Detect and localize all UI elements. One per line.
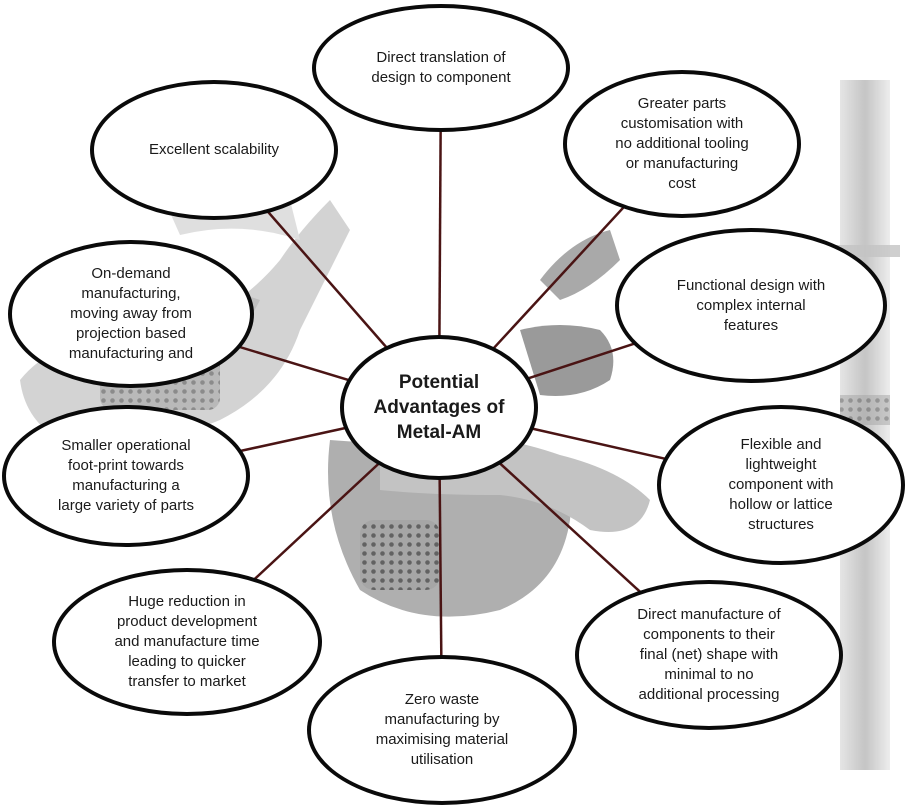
node-label: Flexible and lightweight component with …	[728, 436, 834, 533]
node-label: Excellent scalability	[148, 141, 280, 158]
node-net-shape: Direct manufacture of components to thei…	[575, 580, 843, 730]
node-label: Huge reduction in product development an…	[114, 593, 260, 690]
node-label: On-demand manufacturing, moving away fro…	[68, 265, 194, 362]
node-label: Greater parts customisation with no addi…	[615, 95, 749, 192]
node-label: Direct translation of design to componen…	[371, 49, 511, 86]
node-label: Direct manufacture of components to thei…	[637, 606, 781, 703]
node-on-demand: On-demand manufacturing, moving away fro…	[8, 240, 254, 388]
node-label: Functional design with complex internal …	[676, 276, 826, 334]
node-functional-design: Functional design with complex internal …	[615, 228, 887, 383]
node-direct-translation: Direct translation of design to componen…	[312, 4, 570, 132]
node-smaller-footprint: Smaller operational foot-print towards m…	[2, 405, 250, 547]
node-time-reduction: Huge reduction in product development an…	[52, 568, 322, 716]
node-scalability: Excellent scalability	[90, 80, 338, 220]
node-zero-waste: Zero waste manufacturing by maximising m…	[307, 655, 577, 805]
node-flexible-lightweight: Flexible and lightweight component with …	[657, 405, 905, 565]
node-parts-customisation: Greater parts customisation with no addi…	[563, 70, 801, 218]
center-node-label: Potential Advantages of Metal-AM	[373, 372, 505, 443]
node-label: Zero waste manufacturing by maximising m…	[375, 691, 509, 768]
node-label: Smaller operational foot-print towards m…	[58, 437, 194, 514]
center-node: Potential Advantages of Metal-AM	[340, 335, 538, 480]
